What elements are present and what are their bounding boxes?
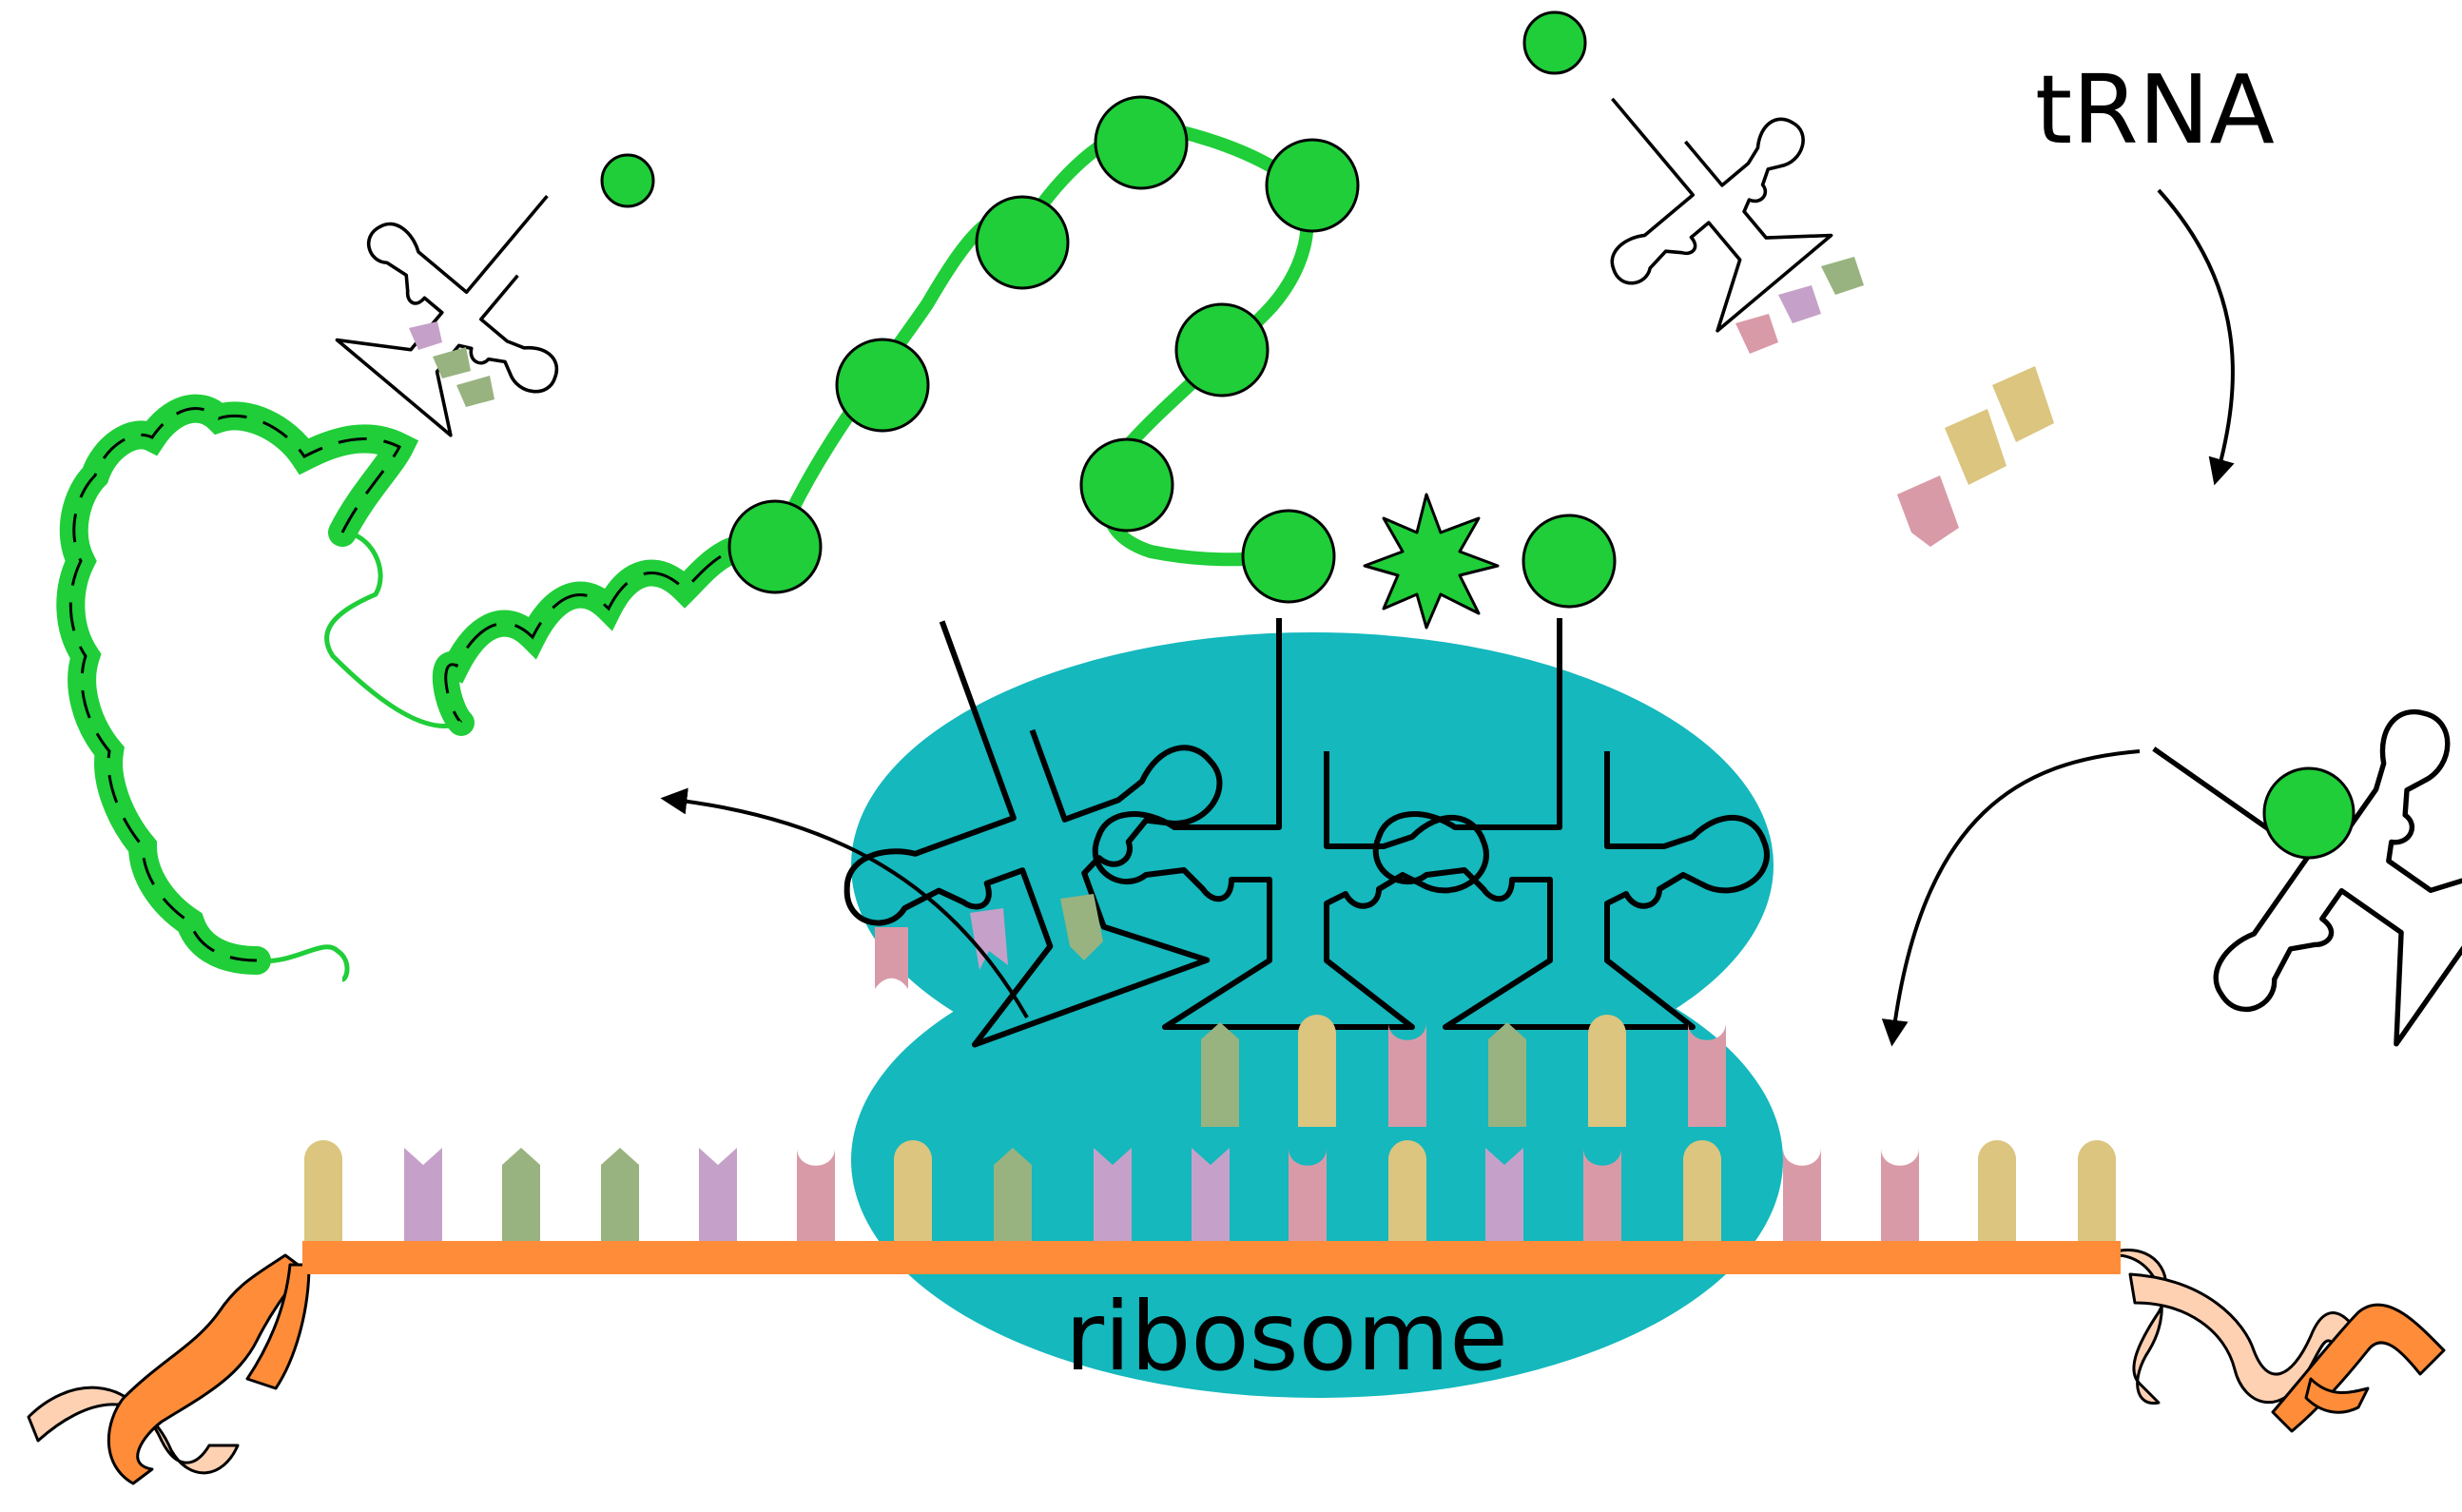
amino-acid (1079, 437, 1174, 533)
anticodon-free-top-right (1735, 257, 1864, 354)
peptide-bond-burst (1363, 493, 1500, 630)
protein-loop (324, 530, 462, 728)
anticodon-free-left (409, 321, 494, 407)
mrna-helix-left (27, 1253, 311, 1485)
codon-base (304, 1140, 342, 1252)
trna-incoming (2059, 596, 2462, 1095)
anticodon-base (1945, 409, 2006, 485)
anticodon-base (1897, 475, 1959, 547)
codon-base (994, 1148, 1032, 1252)
anticodon-base (1588, 1015, 1626, 1127)
codon-base (1683, 1140, 1721, 1252)
codon-base (699, 1148, 737, 1252)
anticodon-base (1992, 366, 2054, 442)
anticodon-base (1298, 1015, 1336, 1127)
amino-acid-on-trna (600, 153, 655, 208)
anticodon-base (970, 908, 1008, 970)
polypeptide (56, 95, 1360, 982)
codon-base (1978, 1140, 2016, 1252)
amino-acid (727, 499, 823, 594)
anticodon-exit-site (875, 894, 1103, 989)
amino-acid (1174, 302, 1270, 397)
exit-arrow (660, 787, 1029, 1018)
protein-tail (256, 944, 350, 982)
codon-base (502, 1148, 540, 1252)
anticodon-base (409, 321, 442, 350)
amino-acid (1094, 95, 1189, 190)
trna-label-arrow (2157, 188, 2235, 486)
codon-base (1388, 1140, 1426, 1252)
anticodon-base (456, 376, 494, 407)
amino-acid (1241, 509, 1336, 604)
anticodon-base (433, 347, 471, 378)
entry-arrow (1881, 749, 2141, 1047)
ribosome-label: ribosome (1065, 1281, 1508, 1392)
mrna-helix-right (2114, 1249, 2446, 1433)
amino-acid-on-trna (2262, 766, 2355, 860)
protein-helix (432, 533, 788, 736)
amino-acid (835, 338, 930, 433)
trna-label: tRNA (2035, 54, 2275, 165)
protein-alpha-helix (56, 394, 419, 975)
anticodon-base (1735, 314, 1778, 354)
codon-base (797, 1148, 835, 1252)
anticodon-incoming (1897, 366, 2054, 547)
anticodon-base (1488, 1022, 1526, 1127)
codon-base (601, 1148, 639, 1252)
codon-base (894, 1140, 932, 1252)
codon-base (2078, 1140, 2116, 1252)
amino-acid-on-trna (1522, 514, 1617, 609)
anticodon-base (875, 927, 908, 989)
codon-base (404, 1148, 442, 1252)
anticodon-base (1778, 285, 1821, 323)
anticodon-base (1060, 894, 1103, 960)
codon-base (1783, 1148, 1821, 1252)
amino-acid (975, 195, 1070, 290)
anticodon-base (1201, 1022, 1239, 1127)
mrna-strand (302, 1241, 2121, 1274)
amino-acid (1265, 138, 1360, 233)
anticodon-base (1821, 257, 1864, 295)
ribosome-small-subunit (851, 922, 1783, 1398)
amino-acid-on-trna (1522, 10, 1587, 75)
codon-base (1881, 1148, 1919, 1252)
ribosome (851, 632, 1783, 1398)
trna-free-left (302, 123, 645, 466)
